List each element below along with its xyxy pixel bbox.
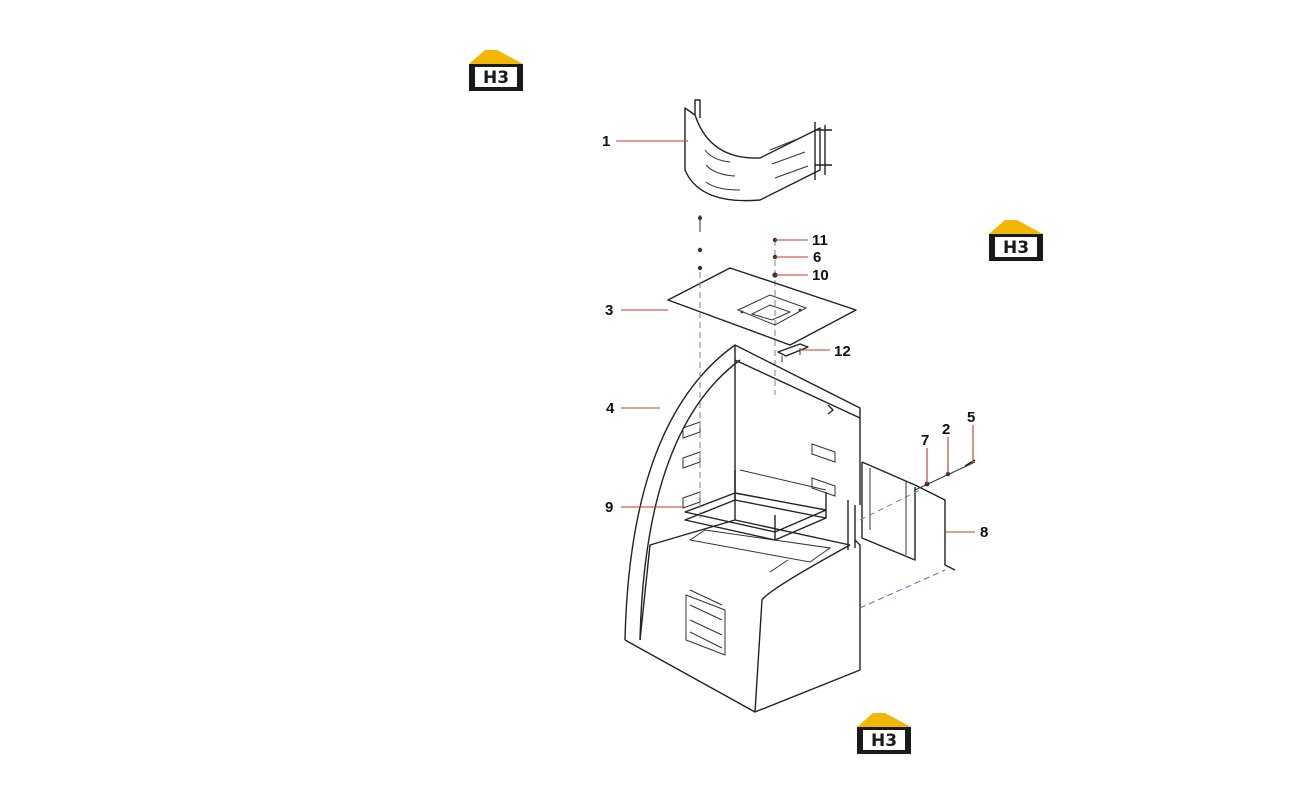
label-part-5: 5 <box>967 409 975 426</box>
part-1-curved-guard <box>684 99 832 202</box>
svg-text:CHAG: CHAG <box>870 756 899 766</box>
part-12-clip <box>777 343 809 362</box>
assembly-lines <box>699 272 946 609</box>
label-part-7: 7 <box>921 432 929 449</box>
screws-7-2-5 <box>914 459 976 491</box>
label-part-3: 3 <box>605 302 613 319</box>
part-3-top-plate <box>667 267 857 346</box>
watermark-logo: H3 CHAG <box>469 50 523 103</box>
part-labels: 1 3 4 9 11 6 10 12 7 2 5 8 <box>602 133 988 541</box>
label-part-2: 2 <box>942 421 950 438</box>
label-part-10: 10 <box>812 267 829 284</box>
svg-text:CHAG: CHAG <box>1002 263 1031 273</box>
svg-text:H3: H3 <box>1003 238 1029 258</box>
leader-lines <box>616 140 975 533</box>
label-part-6: 6 <box>813 249 821 266</box>
label-part-12: 12 <box>834 343 851 360</box>
label-part-11: 11 <box>812 232 828 249</box>
label-part-4: 4 <box>606 400 615 417</box>
watermark-logo: H3 CHAG <box>989 220 1043 273</box>
svg-text:CHAG: CHAG <box>482 93 511 103</box>
label-part-9: 9 <box>605 499 613 516</box>
label-part-1: 1 <box>602 133 610 150</box>
svg-text:H3: H3 <box>483 68 509 88</box>
svg-text:H3: H3 <box>871 731 897 751</box>
fastener-stack-left <box>697 215 703 271</box>
part-4-housing <box>624 344 861 713</box>
part-9-frame <box>684 469 827 541</box>
part-8-side-bracket <box>859 461 956 609</box>
label-part-8: 8 <box>980 524 988 541</box>
fastener-stack-right <box>772 237 778 395</box>
watermark-logo: H3 CHAG <box>857 713 911 766</box>
